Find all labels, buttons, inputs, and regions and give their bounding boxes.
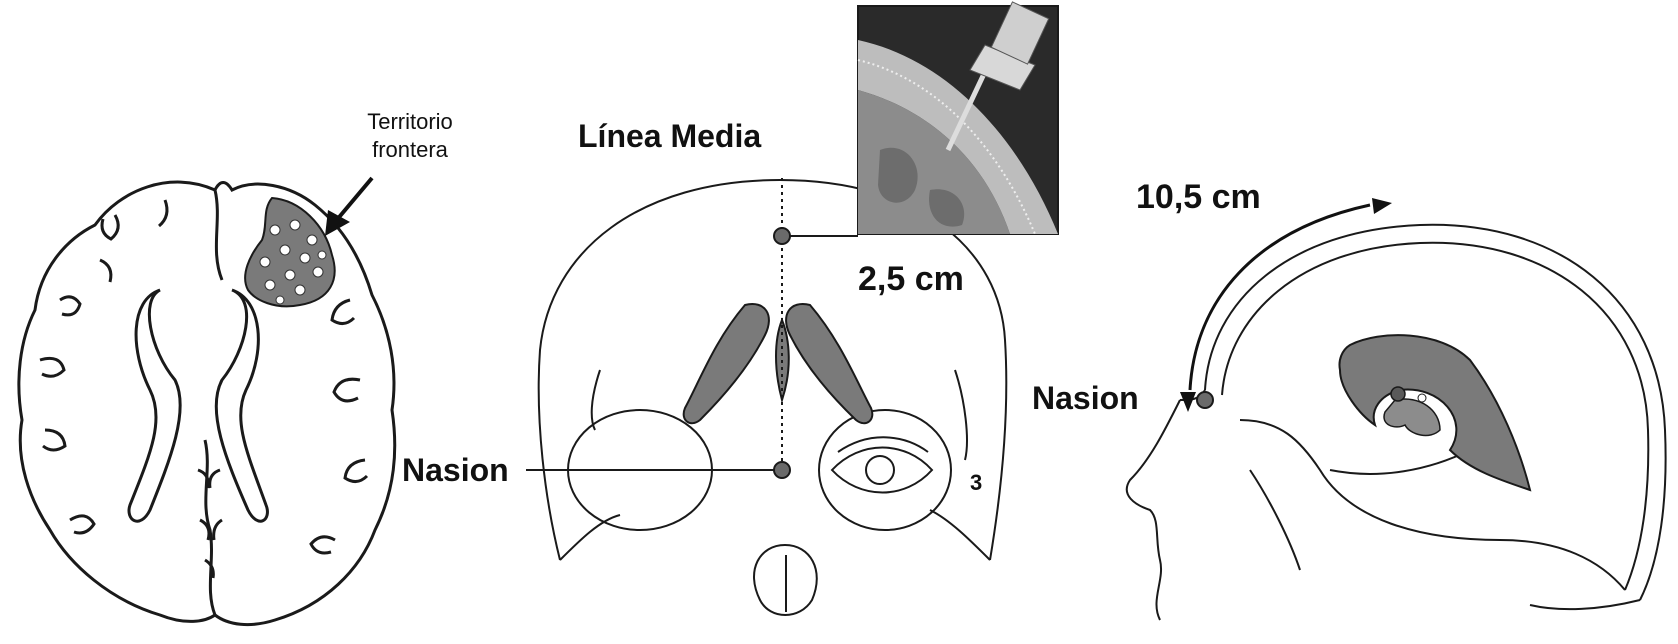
- territory-label: Territorio frontera: [340, 108, 480, 164]
- frontal-sinus-shapes: [684, 304, 873, 423]
- territory-arrow: [325, 178, 372, 236]
- frontal-skull-drawing: [539, 180, 1007, 615]
- right-eye-mark: 3: [970, 470, 982, 496]
- arc-distance-label: 10,5 cm: [1136, 178, 1261, 217]
- sagittal-nasion-label: Nasion: [1032, 380, 1139, 417]
- center-nasion-dot: [774, 462, 790, 478]
- center-distance-label: 2,5 cm: [858, 260, 964, 299]
- territory-label-line2: frontera: [340, 136, 480, 164]
- center-nasion-label: Nasion: [402, 452, 509, 489]
- midline-label: Línea Media: [578, 118, 761, 155]
- border-territory-lesion: [245, 198, 335, 306]
- entry-point-dot: [774, 228, 790, 244]
- territory-label-line1: Territorio: [340, 108, 480, 136]
- catheter-inset: [858, 2, 1058, 234]
- axial-brain-drawing: [19, 182, 395, 625]
- sagittal-nasion-dot: [1197, 392, 1213, 408]
- sagittal-ventricle: [1339, 335, 1530, 490]
